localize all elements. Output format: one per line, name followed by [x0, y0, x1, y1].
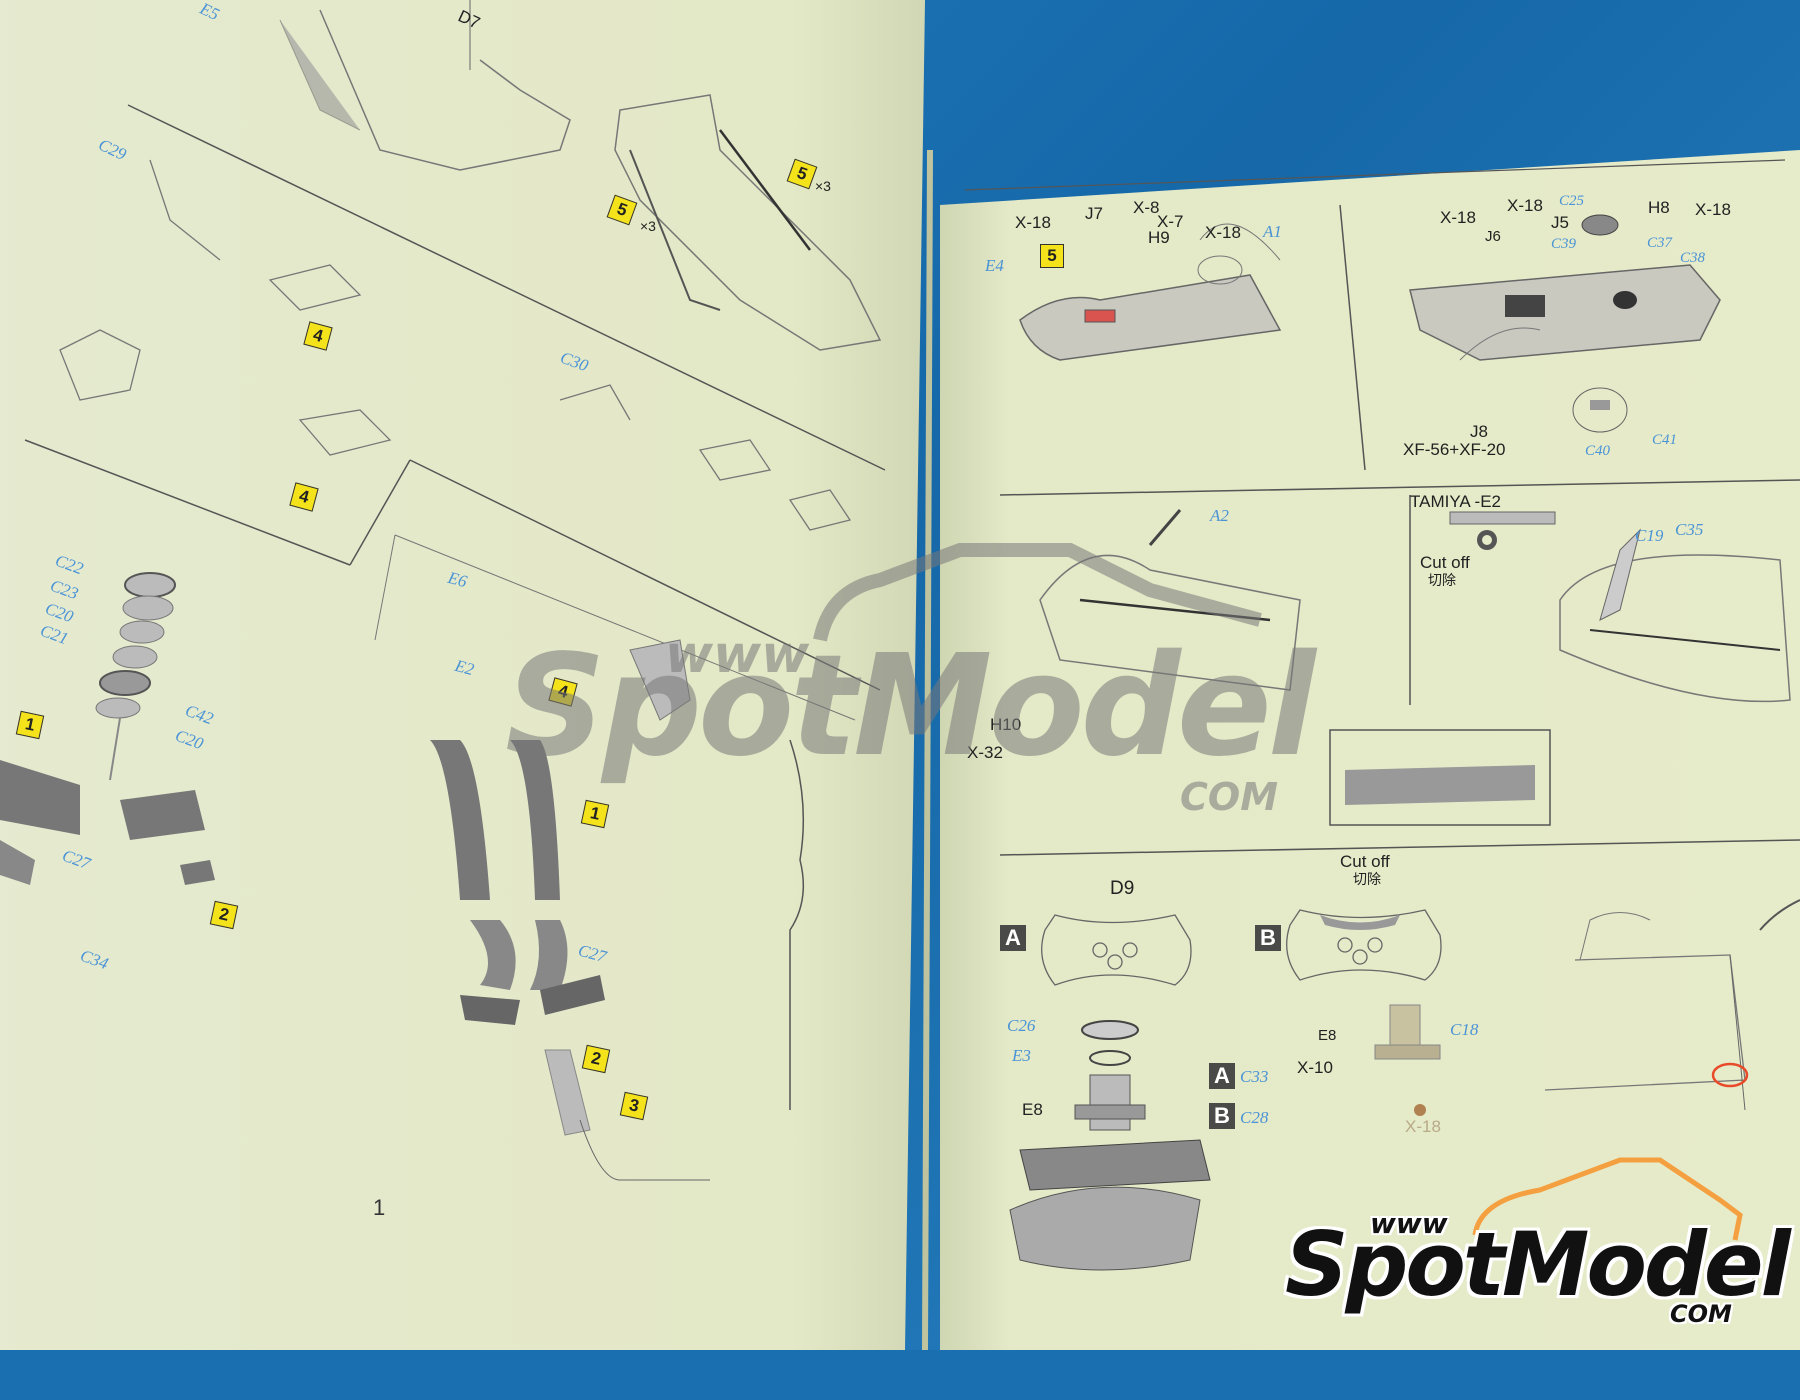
cut-off-note-wheel: Cut off: [1340, 852, 1390, 871]
part-label-h9: H9: [1148, 228, 1170, 247]
part-label-e4: E4: [985, 256, 1004, 275]
step-number: 3: [627, 1095, 641, 1116]
part-label-j8: J8: [1470, 422, 1488, 441]
part-label-a1: A1: [1263, 222, 1282, 241]
watermark-com: COM: [1180, 775, 1279, 819]
paint-label-x18-c: X-18: [1440, 208, 1476, 227]
part-label-c25: C25: [1559, 193, 1585, 209]
cut-off-note-wheel-cn: 切除: [1353, 872, 1381, 888]
paint-label-x10: X-10: [1297, 1058, 1333, 1077]
variant-box-b-small: B: [1209, 1103, 1235, 1129]
variant-box-a-small: A: [1209, 1063, 1235, 1089]
step-number: 1: [23, 714, 37, 735]
part-label-j7: J7: [1085, 204, 1103, 223]
part-label-c33: C33: [1240, 1067, 1269, 1086]
step-number: 2: [589, 1048, 603, 1069]
left-page: [0, 0, 925, 1350]
paint-label-x32: X-32: [967, 743, 1003, 762]
step-number: 5: [1047, 246, 1057, 265]
part-label-j5: J5: [1551, 213, 1569, 232]
part-label-j6: J6: [1485, 228, 1501, 245]
cut-off-note: Cut off: [1420, 553, 1470, 572]
quantity-label: ×3: [640, 218, 656, 234]
step-number: 4: [297, 486, 312, 507]
line-art-diagrams: [0, 0, 1800, 1350]
step-number: 1: [588, 803, 602, 824]
part-label-c26: C26: [1007, 1016, 1036, 1035]
paint-label-x18-d: X-18: [1507, 196, 1543, 215]
cut-off-note-cn: 切除: [1428, 573, 1456, 589]
logo-com: COM: [1670, 1300, 1732, 1328]
logo-www: www: [1370, 1207, 1448, 1240]
logo-brand: SpotModel: [1285, 1213, 1791, 1316]
paint-label-x7: X-7: [1157, 212, 1184, 231]
variant-box-b: B: [1255, 925, 1281, 951]
page-number: 1: [373, 1195, 386, 1220]
part-label-c37: C37: [1647, 235, 1673, 251]
step-box-2a: 2: [209, 900, 239, 930]
variant-box-a: A: [1000, 925, 1026, 951]
part-label-e3: E3: [1012, 1046, 1031, 1065]
part-label-c40: C40: [1585, 443, 1611, 459]
part-label-c19: C19: [1635, 526, 1664, 545]
part-label-e8-b: E8: [1318, 1027, 1337, 1044]
part-label-c38: C38: [1680, 250, 1706, 266]
paint-mix-label: XF-56+XF-20: [1403, 440, 1506, 459]
variant-letter: B: [1260, 925, 1276, 950]
step-box-1a: 1: [15, 710, 45, 740]
part-label-c28: C28: [1240, 1108, 1269, 1127]
tamiya-part-title: TAMIYA -E2: [1410, 492, 1502, 511]
variant-letter: A: [1214, 1063, 1230, 1088]
watermark-www: www: [665, 625, 810, 685]
step-number: 2: [217, 904, 231, 925]
step-box-3: 3: [619, 1091, 649, 1121]
part-label-c35: C35: [1675, 520, 1704, 539]
step-number: 5: [794, 162, 810, 185]
step-box-5-right: 5: [1040, 244, 1064, 268]
part-label-d9: D9: [1110, 878, 1135, 899]
paint-label-x18: X-18: [1015, 213, 1051, 232]
paint-label-x18-b: X-18: [1205, 223, 1241, 242]
part-label-h8: H8: [1648, 198, 1670, 217]
quantity-label: ×3: [815, 178, 831, 194]
paint-label-x18-e: X-18: [1695, 200, 1731, 219]
step-number: 5: [614, 198, 630, 221]
spotmodel-logo: www SpotModel COM: [1285, 1175, 1791, 1335]
variant-letter: A: [1005, 925, 1021, 950]
part-label-c39: C39: [1551, 236, 1577, 252]
part-label-c18: C18: [1450, 1020, 1479, 1039]
step-box-2b: 2: [581, 1044, 611, 1074]
variant-letter: B: [1214, 1103, 1230, 1128]
step-box-1b: 1: [580, 799, 610, 829]
paint-label-x8: X-8: [1133, 198, 1160, 217]
step-number: 4: [311, 325, 326, 346]
part-label-c41: C41: [1652, 432, 1678, 448]
paint-label-x18-f: X-18: [1405, 1117, 1441, 1136]
watermark-brand: SpotModel: [505, 625, 1316, 788]
part-label-e8: E8: [1022, 1100, 1043, 1119]
part-label-h10: H10: [990, 715, 1022, 734]
logo-car-outline: [1472, 1157, 1743, 1241]
part-label-a2: A2: [1210, 506, 1229, 525]
